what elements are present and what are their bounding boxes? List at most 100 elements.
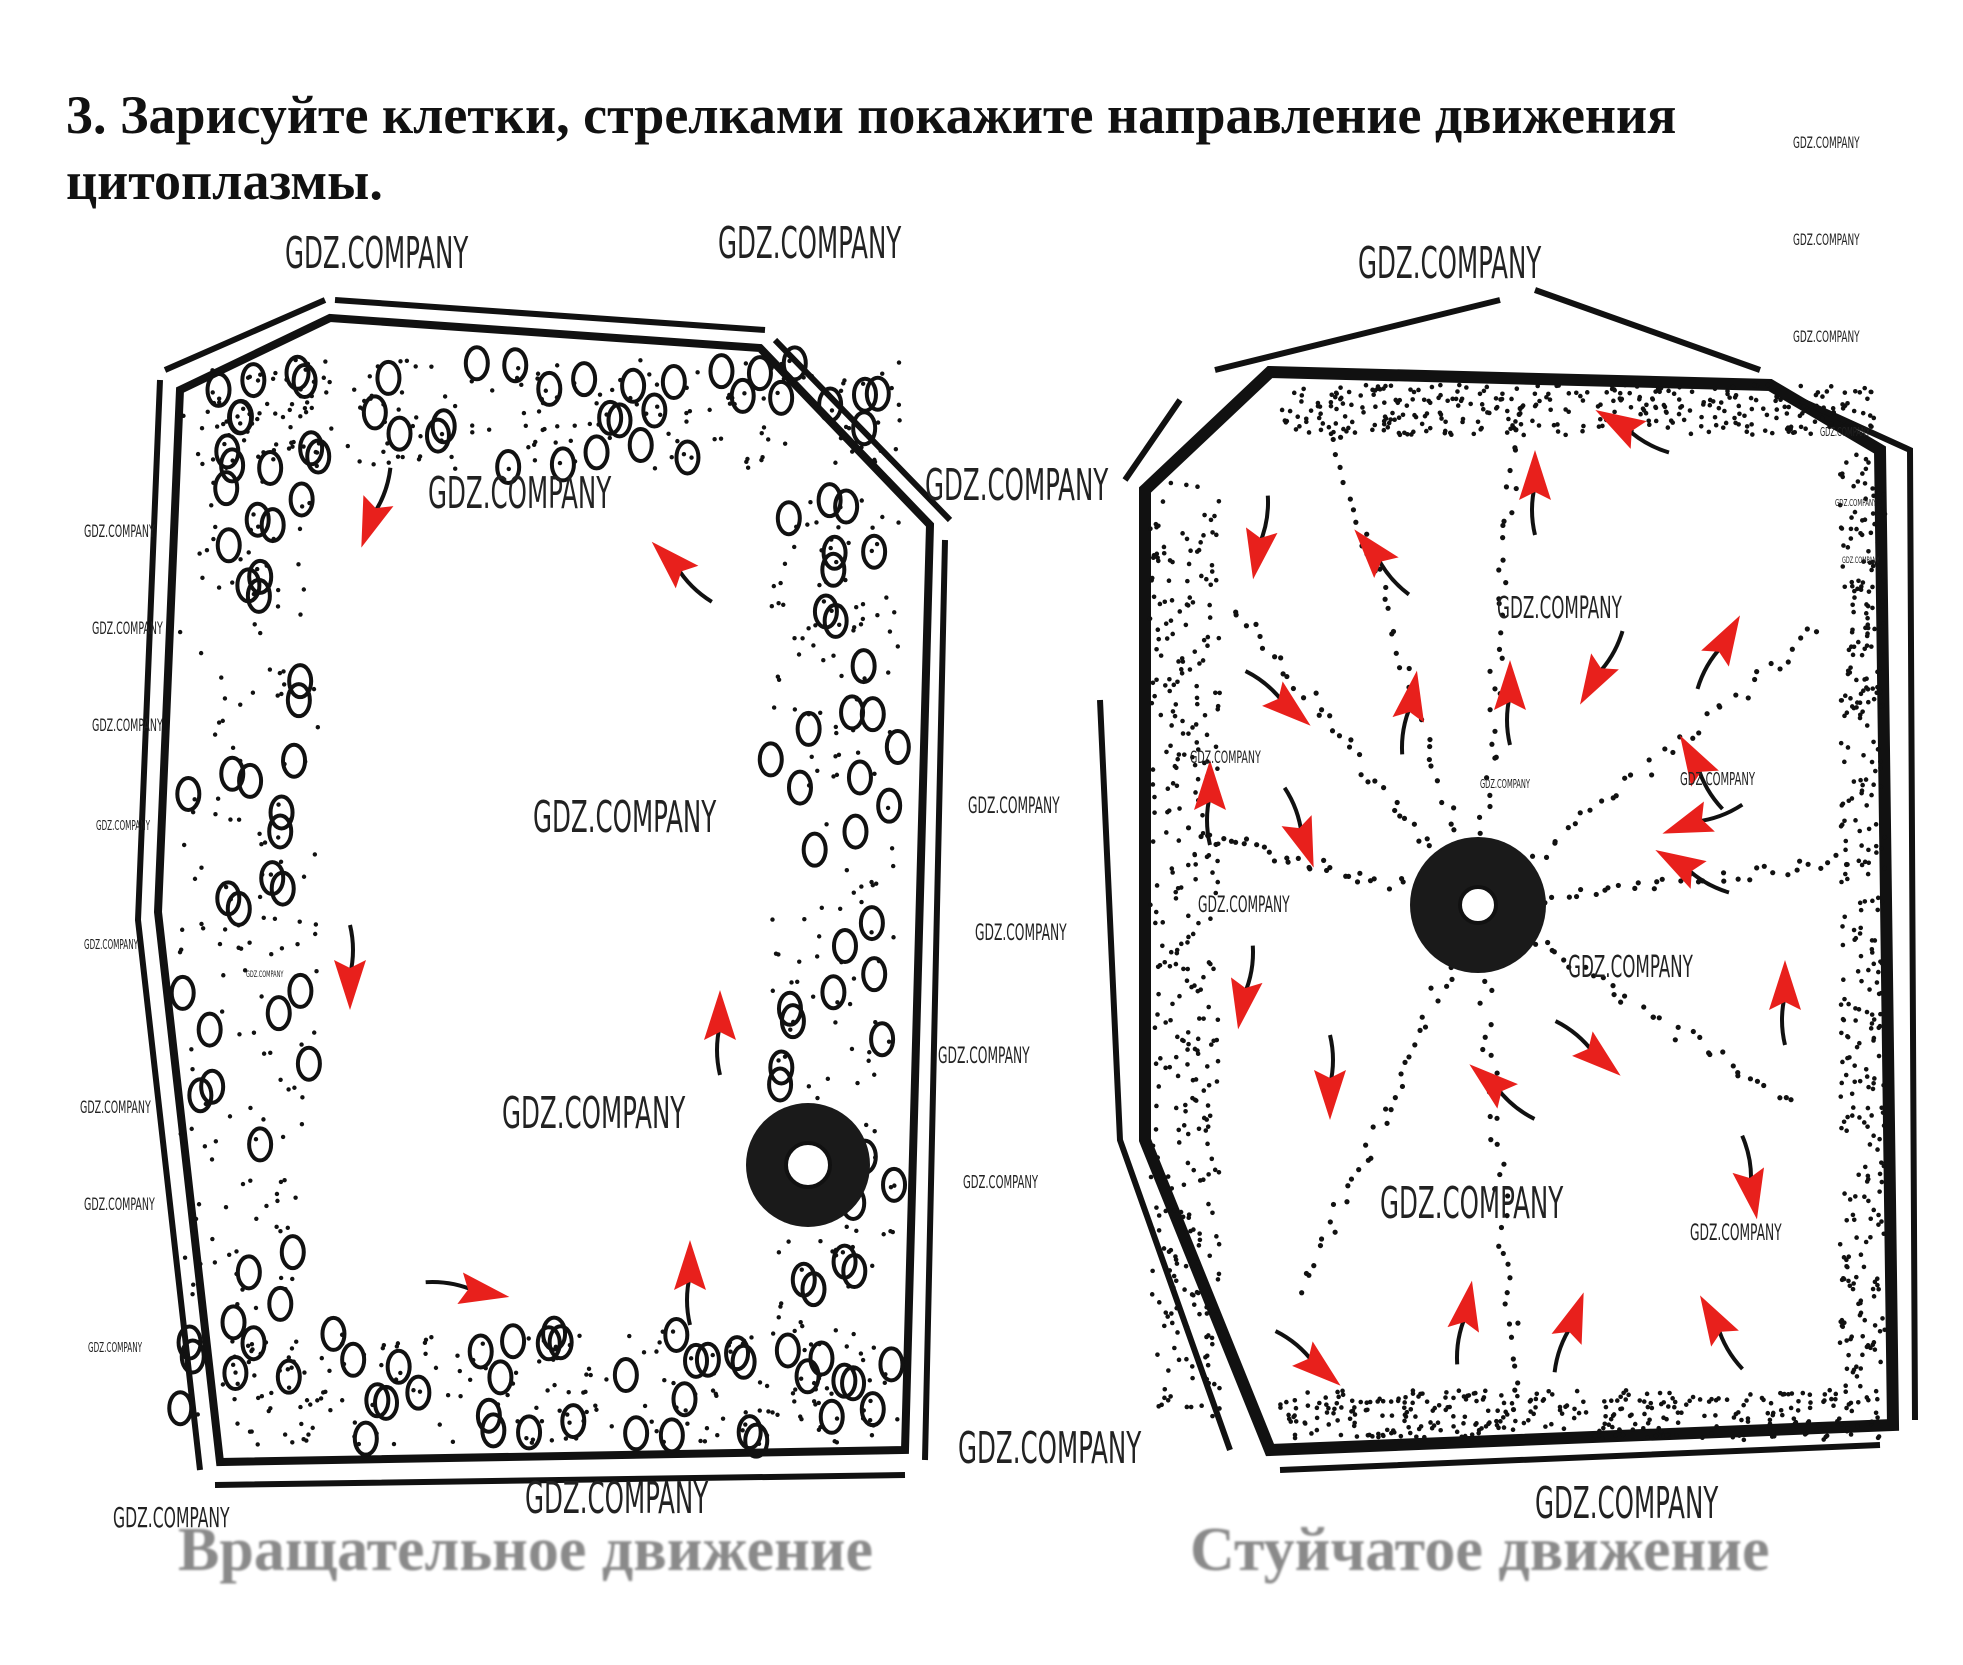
caption-rotational: Вращательное движение (178, 1516, 874, 1584)
watermark-text: GDZ.COMPANY (1690, 1221, 1782, 1246)
chloroplast (623, 1415, 650, 1452)
chloroplast (795, 710, 822, 747)
chloroplast (794, 1358, 821, 1395)
watermark-text: GDZ.COMPANY (938, 1044, 1030, 1069)
chloroplast (361, 394, 388, 431)
watermark-text: GDZ.COMPANY (1380, 1177, 1564, 1229)
red-arrow-icon (1700, 1295, 1744, 1371)
chloroplast (842, 813, 869, 850)
nucleus (746, 1103, 870, 1227)
chloroplast (861, 956, 888, 993)
red-arrow-icon (1580, 630, 1625, 705)
red-arrow-icon (1194, 760, 1226, 846)
chloroplast (268, 794, 295, 831)
chloroplast (859, 1391, 886, 1428)
watermark-text: GDZ.COMPANY (718, 217, 902, 269)
red-arrow-icon (1494, 660, 1526, 746)
chloroplast (850, 648, 877, 685)
watermark-text: GDZ.COMPANY (92, 717, 163, 736)
red-arrow-icon (674, 1240, 706, 1326)
watermark-text: GDZ.COMPANY (1535, 1477, 1719, 1529)
chloroplast (878, 1346, 905, 1383)
watermark-text: GDZ.COMPANY (84, 1196, 155, 1215)
chloroplast (743, 1422, 770, 1459)
red-arrow-icon (1230, 945, 1263, 1030)
chloroplast (708, 353, 735, 390)
chloroplast (281, 742, 308, 779)
watermark-text: GDZ.COMPANY (1358, 237, 1542, 289)
chloroplast (222, 1355, 249, 1392)
chloroplast (768, 1049, 795, 1086)
chloroplast (846, 759, 873, 796)
watermark-text: GDZ.COMPANY (1497, 590, 1622, 625)
chloroplast (487, 1359, 514, 1396)
cytoplasm-arrows (334, 410, 1801, 1386)
red-arrow-icon (1281, 786, 1314, 868)
red-arrow-icon (334, 924, 366, 1010)
chloroplast (839, 694, 866, 731)
red-arrow-icon (1680, 735, 1724, 811)
task-title: 3. Зарисуйте клетки, стрелками покажите … (66, 85, 1677, 211)
chloroplast (295, 1045, 322, 1082)
chloroplast (674, 439, 701, 476)
red-arrow-icon (1314, 1034, 1346, 1120)
chloroplast (597, 399, 624, 436)
chloroplast (658, 1417, 685, 1454)
chloroplast (287, 663, 314, 700)
chloroplast (227, 398, 254, 435)
watermark-text: GDZ.COMPANY (285, 227, 469, 279)
chloroplast (536, 370, 563, 407)
watermark-text: GDZ.COMPANY (246, 969, 284, 980)
chloroplast (786, 769, 813, 806)
chloroplast (279, 1234, 306, 1271)
chloroplast (267, 1285, 294, 1322)
chloroplast (285, 682, 312, 719)
chloroplast (671, 1381, 698, 1418)
chloroplast (405, 1374, 432, 1411)
chloroplast (820, 974, 847, 1011)
chloroplast (176, 1324, 203, 1361)
watermark-text: GDZ.COMPANY (84, 523, 155, 542)
chloroplast (821, 534, 848, 571)
chloroplast (244, 501, 271, 538)
chloroplast (816, 482, 843, 519)
red-arrow-icon (1469, 1064, 1536, 1121)
watermark-text: GDZ.COMPANY (968, 794, 1060, 819)
chloroplast (884, 728, 911, 765)
chloroplast (215, 527, 242, 564)
chloroplast (660, 364, 687, 401)
chloroplast (284, 354, 311, 391)
chloroplast (235, 567, 262, 604)
chloroplast (790, 1261, 817, 1298)
chloroplast (560, 1403, 587, 1440)
chloroplast (729, 377, 756, 414)
chloroplast (541, 1315, 568, 1352)
chloroplast (820, 551, 847, 588)
chloroplast (259, 860, 286, 897)
chloroplast (620, 367, 647, 404)
chloroplast (547, 1324, 574, 1361)
chloroplast (859, 696, 886, 733)
chloroplast (881, 1166, 908, 1203)
watermark-text: GDZ.COMPANY (1793, 232, 1860, 250)
streaming-movement-cell (1097, 287, 1918, 1473)
red-arrow-icon (651, 541, 713, 604)
chloroplast (175, 775, 202, 812)
chloroplast (549, 446, 576, 483)
chloroplast (627, 427, 654, 464)
chloroplast (606, 402, 633, 439)
watermark-text: GDZ.COMPANY (96, 818, 150, 834)
watermark-text: GDZ.COMPANY (1190, 749, 1261, 768)
red-arrow-icon (1554, 1019, 1621, 1076)
chloroplast (876, 787, 903, 824)
chloroplast (219, 755, 246, 792)
chloroplast (663, 1316, 690, 1353)
watermark-text: GDZ.COMPANY (1793, 329, 1860, 347)
red-arrow-icon (1354, 529, 1411, 597)
chloroplast (495, 449, 522, 486)
chloroplast (386, 415, 413, 452)
chloroplast (467, 1333, 494, 1370)
caption-streaming: Стуйчатое движение (1190, 1516, 1770, 1584)
chloroplast (385, 1348, 412, 1385)
